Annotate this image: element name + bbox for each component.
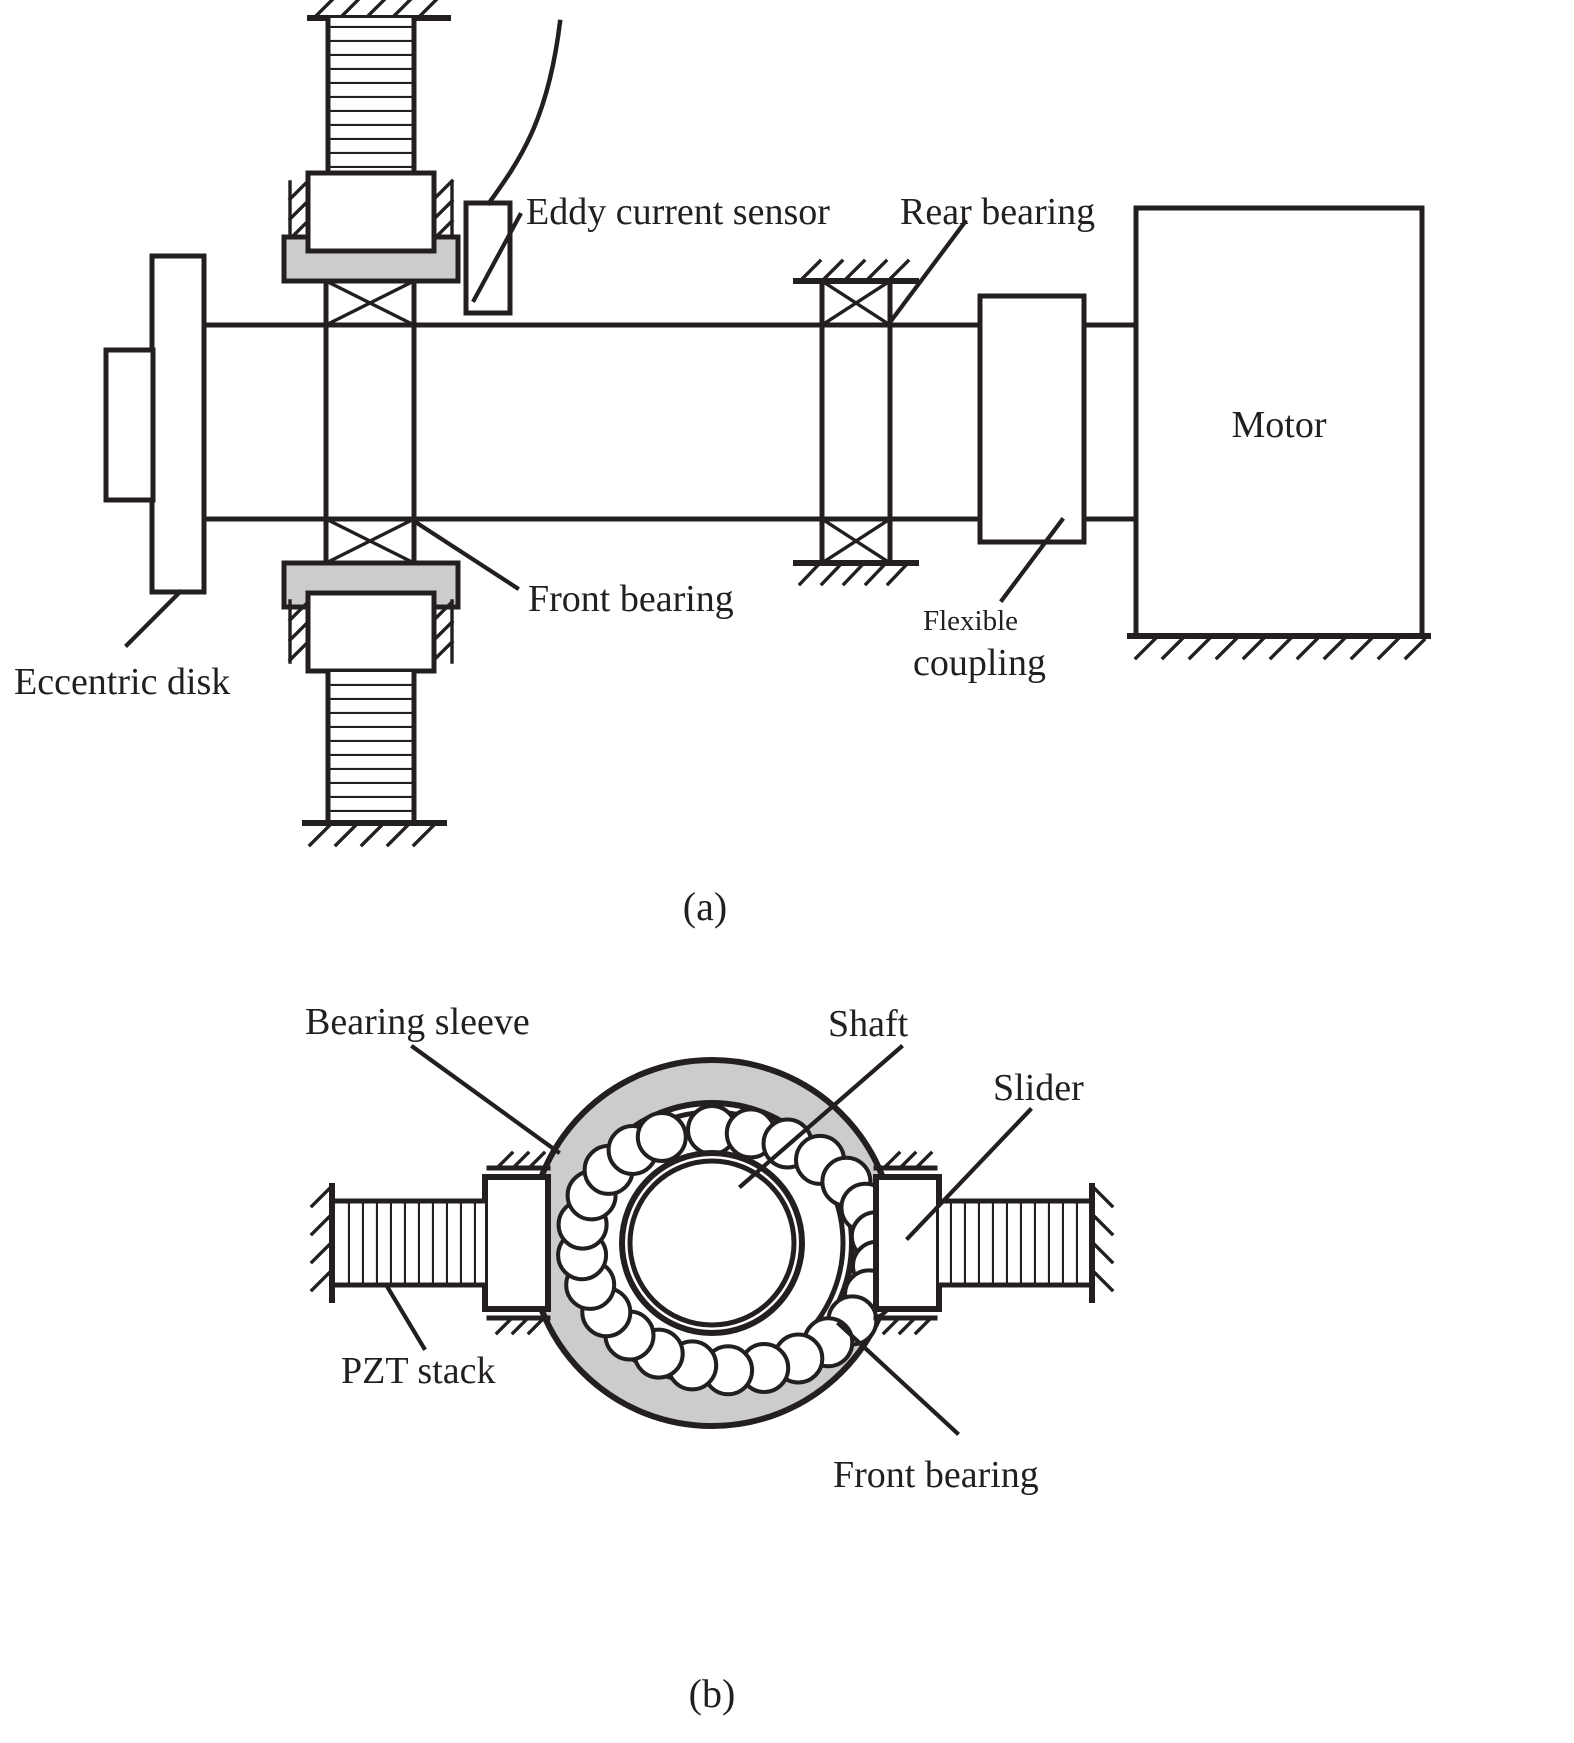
pzt-stack-right <box>936 1198 1091 1288</box>
label-rear-bearing: Rear bearing <box>900 191 1095 233</box>
caption-panel-b: (b) <box>689 1671 736 1716</box>
leader-eddy-current-sensor <box>471 212 523 303</box>
slider-left <box>482 1174 551 1312</box>
eccentric-disk <box>103 253 207 595</box>
label-eddy-current-sensor: Eddy current sensor <box>526 191 830 233</box>
label-front-bearing: Front bearing <box>528 578 734 620</box>
label-bearing-sleeve: Bearing sleeve <box>305 1001 530 1043</box>
leader-shaft <box>738 1044 904 1189</box>
pzt-stack-left <box>333 1198 488 1288</box>
front-bearing-posts <box>323 322 417 522</box>
pzt-stack-lower <box>325 668 417 826</box>
leader-flexible-coupling <box>999 517 1065 603</box>
labels-layer: Eddy current sensor Rear bearing Motor F… <box>14 191 1327 1716</box>
eddy-current-sensor-cable <box>485 19 563 207</box>
panel-a <box>103 0 1431 848</box>
front-bearing-lower <box>323 516 417 566</box>
leader-rear-bearing <box>885 219 968 328</box>
motor-ground-support <box>1127 633 1431 661</box>
leader-bearing-sleeve <box>410 1044 561 1155</box>
leader-front-bearing-b <box>836 1321 960 1436</box>
slider-right <box>873 1174 942 1312</box>
slider-left-guide-hatch <box>486 1150 551 1336</box>
label-front-bearing-b: Front bearing <box>833 1454 1039 1496</box>
slider-right-guide-hatch <box>873 1150 938 1336</box>
label-shaft: Shaft <box>828 1003 909 1045</box>
label-eccentric-disk: Eccentric disk <box>14 661 230 703</box>
shaft-section <box>627 1158 797 1328</box>
slider-upper <box>305 170 437 254</box>
leader-lines-panel-b <box>385 1044 1033 1436</box>
label-pzt-stack: PZT stack <box>341 1350 495 1392</box>
label-flexible: Flexible <box>923 605 1018 637</box>
bearing-sleeve-upper <box>281 234 461 284</box>
slider-lower <box>305 590 437 674</box>
top-ground-support <box>307 0 451 21</box>
flexible-coupling <box>977 293 1087 545</box>
leader-lines-panel-a <box>124 212 1065 648</box>
panel-b <box>309 1044 1115 1436</box>
front-bearing-upper <box>323 278 417 328</box>
leader-eccentric-disk <box>124 589 183 648</box>
rear-bearing <box>793 258 919 587</box>
caption-panel-a: (a) <box>683 884 727 929</box>
leader-front-bearing <box>414 520 520 591</box>
slider-guide-hatch-lower <box>287 599 455 664</box>
label-motor: Motor <box>1232 404 1327 446</box>
leader-pzt-stack <box>385 1285 427 1351</box>
eddy-current-sensor <box>463 19 563 316</box>
label-slider: Slider <box>993 1067 1084 1109</box>
right-fixed-wall <box>1089 1183 1115 1303</box>
leader-slider <box>905 1107 1033 1241</box>
pzt-stack-upper <box>325 15 417 176</box>
left-fixed-wall <box>309 1183 335 1303</box>
label-coupling: coupling <box>913 642 1046 684</box>
bottom-ground-support <box>302 820 447 848</box>
